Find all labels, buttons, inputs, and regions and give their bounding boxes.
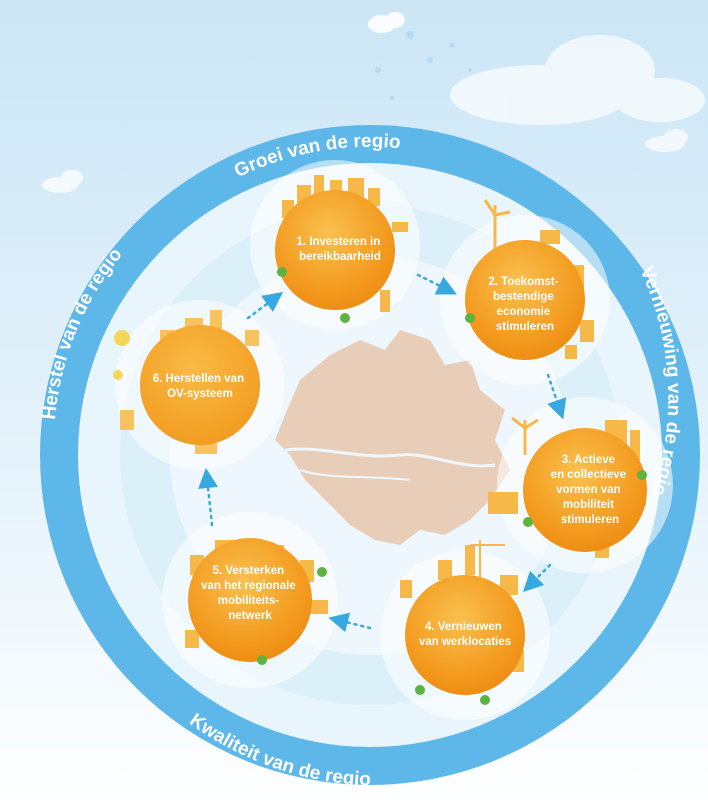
- cloud-icon: [450, 35, 705, 125]
- rain-dots: [375, 31, 472, 100]
- flow-arrows: [198, 273, 567, 633]
- arrow-3-to-4: [522, 563, 552, 593]
- arrow-6-to-1: [246, 292, 284, 320]
- step-3-node: 3. Actieve en collectieve vormen van mob…: [488, 416, 647, 558]
- step-2-label: 2. Toekomst- bestendige economie stimule…: [488, 276, 561, 333]
- cloud-icon: [368, 12, 405, 33]
- step-4-label: 4. Vernieuwen van werklocaties: [419, 621, 511, 648]
- arrow-5-to-6: [198, 468, 219, 527]
- crane-icon: [470, 540, 505, 580]
- tree-icon: [277, 267, 287, 277]
- region-river: [299, 469, 411, 481]
- step-3-label: 3. Actieve en collectieve vormen van mob…: [551, 454, 630, 526]
- tree-icon: [317, 567, 327, 577]
- tree-icon: [465, 313, 475, 323]
- tree-icon: [340, 313, 350, 323]
- wind-turbine-icon: [511, 416, 539, 455]
- step-2-node: 2. Toekomst- bestendige economie stimule…: [465, 199, 594, 360]
- tree-icon: [523, 517, 533, 527]
- step-1-node: 1. Investeren in bereikbaarheid: [275, 175, 408, 323]
- cloud-icon: [645, 129, 688, 152]
- tree-icon: [415, 685, 425, 695]
- sun-icon: [113, 330, 130, 380]
- arrow-4-to-5: [328, 612, 372, 633]
- cloud-icon: [42, 170, 83, 193]
- region-river: [284, 447, 496, 468]
- wind-turbine-icon: [483, 199, 511, 250]
- tree-icon: [637, 470, 647, 480]
- region-map: [275, 330, 510, 545]
- tree-icon: [257, 655, 267, 665]
- step-5-label: 5. Versterken van het regionale mobilite…: [201, 565, 299, 622]
- step-4-node: 4. Vernieuwen van werklocaties: [400, 540, 525, 705]
- arrow-2-to-3: [546, 373, 567, 420]
- step-1-label: 1. Investeren in bereikbaarheid: [297, 236, 384, 263]
- step-5-node: 5. Versterken van het regionale mobilite…: [185, 538, 328, 665]
- step-6-label: 6. Herstellen van OV-systeem: [153, 373, 248, 400]
- arrow-1-to-2: [416, 273, 457, 295]
- tree-icon: [480, 695, 490, 705]
- step-6-node: 6. Herstellen van OV-systeem: [113, 310, 260, 454]
